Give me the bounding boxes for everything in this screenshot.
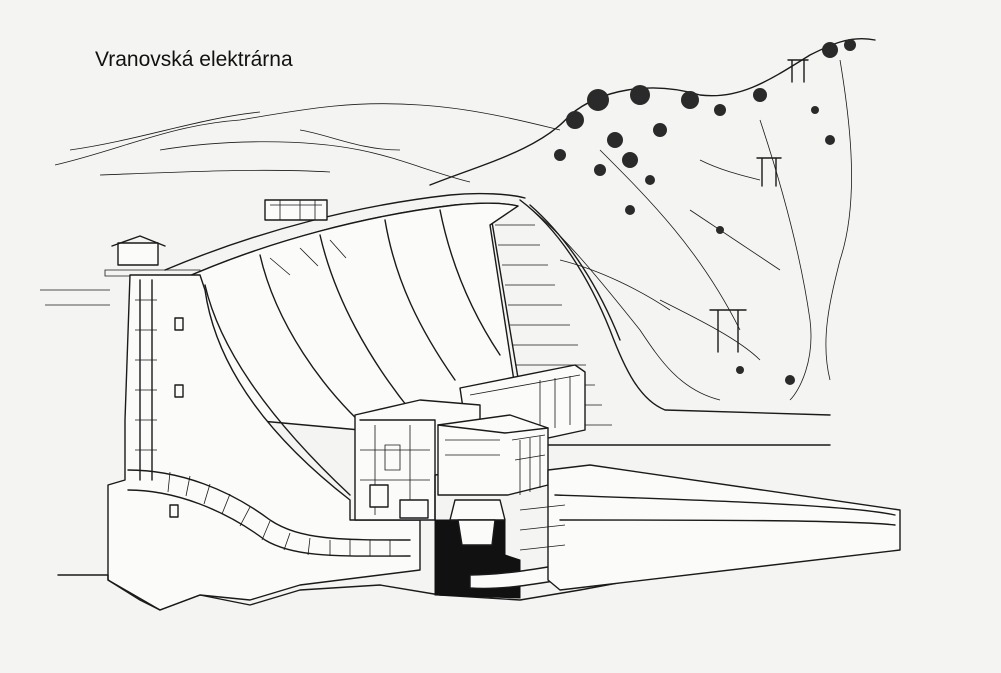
background-hills <box>54 103 561 183</box>
power-pylons <box>709 59 809 353</box>
power-house <box>354 364 901 599</box>
illustration-title: Vranovská elektrárna <box>95 48 293 71</box>
reservoir-line <box>40 289 110 306</box>
spillway <box>489 199 831 451</box>
right-hillside <box>429 38 876 401</box>
dam-body <box>169 202 521 496</box>
ground-line <box>57 574 646 611</box>
dam-cutaway-section <box>107 274 421 611</box>
